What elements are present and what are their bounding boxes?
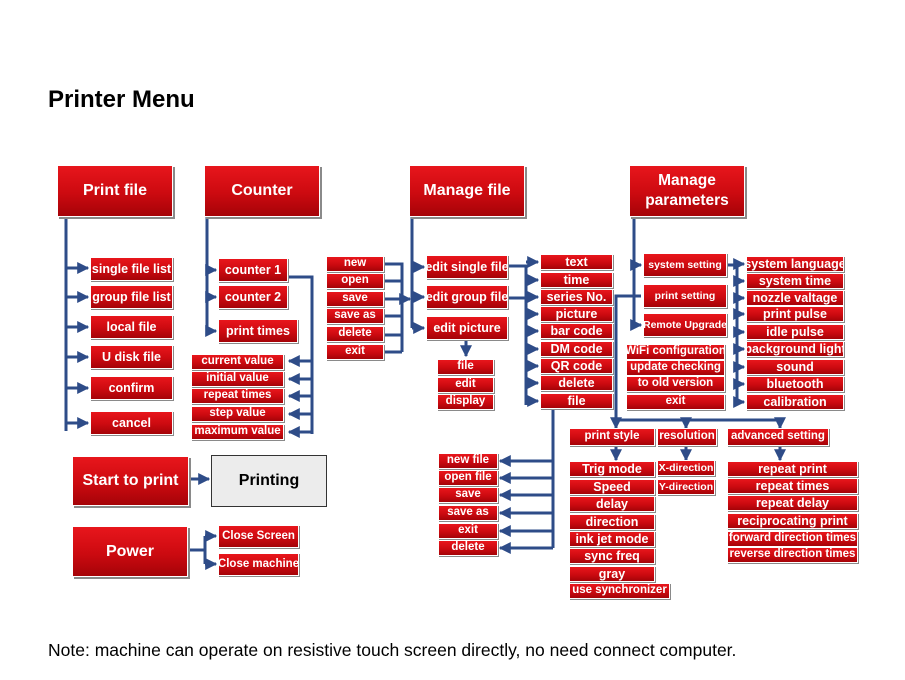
advanced-item-repeat-delay[interactable]: repeat delay	[727, 495, 858, 511]
print-file-item-group-file-list[interactable]: group file list	[90, 285, 173, 309]
file-menu-open-file[interactable]: open file	[438, 470, 498, 486]
param-item-remote-upgrade[interactable]: Remote Upgrade	[643, 313, 727, 337]
counter-sub-current-value[interactable]: current value	[191, 354, 284, 370]
object-time[interactable]: time	[540, 272, 613, 288]
advanced-item-reverse-direction-times[interactable]: reverse direction times	[727, 547, 858, 563]
system-item-bluetooth[interactable]: bluetooth	[746, 376, 844, 392]
counter-header[interactable]: Counter	[204, 165, 320, 217]
object-picture[interactable]: picture	[540, 306, 613, 322]
print-style-item-sync-freq[interactable]: sync freq	[569, 548, 655, 564]
file-menu-delete[interactable]: delete	[438, 540, 498, 556]
file-op-save[interactable]: save	[326, 291, 384, 307]
manage-file-item-edit-single-file[interactable]: edit single file	[426, 255, 508, 279]
system-item-system-language[interactable]: system language	[746, 256, 844, 272]
print-style-item-gray[interactable]: gray	[569, 566, 655, 582]
print-style-item-ink-jet-mode[interactable]: ink jet mode	[569, 531, 655, 547]
print-file-header[interactable]: Print file	[57, 165, 173, 217]
print-file-item-confirm[interactable]: confirm	[90, 376, 173, 400]
print-file-item-cancel[interactable]: cancel	[90, 411, 173, 435]
file-op-new[interactable]: new	[326, 256, 384, 272]
param-item-system-setting[interactable]: system setting	[643, 253, 727, 277]
start-to-print-button[interactable]: Start to print	[72, 456, 189, 506]
print-file-item-local-file[interactable]: local file	[90, 315, 173, 339]
power-item-close-machine[interactable]: Close machine	[218, 553, 299, 576]
file-op-save-as[interactable]: save as	[326, 308, 384, 324]
file-op-open[interactable]: open	[326, 273, 384, 289]
counter-sub-step-value[interactable]: step value	[191, 406, 284, 422]
advanced-item-reciprocating-print[interactable]: reciprocating print	[727, 513, 858, 529]
object-file[interactable]: file	[540, 393, 613, 409]
print-file-item-single-file-list[interactable]: single file list	[90, 257, 173, 281]
print-style-item-speed[interactable]: Speed	[569, 479, 655, 495]
footer-note: Note: machine can operate on resistive t…	[48, 640, 737, 660]
power-item-close-screen[interactable]: Close Screen	[218, 525, 299, 548]
counter-sub-initial-value[interactable]: initial value	[191, 371, 284, 387]
advanced-item-repeat-times[interactable]: repeat times	[727, 478, 858, 494]
print-setting-tab-print-style[interactable]: print style	[569, 428, 655, 446]
print-setting-tab-advanced-setting[interactable]: advanced setting	[727, 428, 829, 446]
file-menu-exit[interactable]: exit	[438, 523, 498, 539]
power-header[interactable]: Power	[72, 526, 188, 577]
upgrade-item-wifi-configuration[interactable]: WiFi configuration	[626, 344, 725, 360]
file-menu-new-file[interactable]: new file	[438, 453, 498, 469]
system-item-nozzle-valtage[interactable]: nozzle valtage	[746, 290, 844, 306]
picture-menu-file[interactable]: file	[437, 359, 494, 375]
print-file-item-u-disk-file[interactable]: U disk file	[90, 345, 173, 369]
counter-item-counter-1[interactable]: counter 1	[218, 258, 288, 282]
print-style-item-trig-mode[interactable]: Trig mode	[569, 461, 655, 477]
system-item-background-light[interactable]: background light	[746, 341, 844, 357]
picture-menu-edit[interactable]: edit	[437, 377, 494, 393]
counter-sub-maximum-value[interactable]: maximum value	[191, 424, 284, 440]
print-setting-tab-resolution[interactable]: resolution	[657, 428, 717, 446]
object-text[interactable]: text	[540, 254, 613, 270]
printing-status: Printing	[211, 455, 327, 507]
upgrade-item-exit[interactable]: exit	[626, 394, 725, 410]
object-dm-code[interactable]: DM code	[540, 341, 613, 357]
print-style-item-delay[interactable]: delay	[569, 496, 655, 512]
page-title: Printer Menu	[48, 86, 195, 113]
object-qr-code[interactable]: QR code	[540, 358, 613, 374]
manage-file-header[interactable]: Manage file	[409, 165, 525, 217]
system-item-idle-pulse[interactable]: idle pulse	[746, 324, 844, 340]
object-delete[interactable]: delete	[540, 375, 613, 391]
print-style-item-direction[interactable]: direction	[569, 514, 655, 530]
upgrade-item-update-checking[interactable]: update checking	[626, 360, 725, 376]
file-op-delete[interactable]: delete	[326, 326, 384, 342]
resolution-item-x-direction[interactable]: X-direction	[657, 460, 715, 476]
advanced-item-forward-direction-times[interactable]: forward direction times	[727, 531, 858, 547]
advanced-item-repeat-print[interactable]: repeat print	[727, 461, 858, 477]
file-op-exit[interactable]: exit	[326, 344, 384, 360]
resolution-item-y-direction[interactable]: Y-direction	[657, 479, 715, 495]
manage-parameters-header[interactable]: Manage parameters	[629, 165, 745, 217]
param-item-print-setting[interactable]: print setting	[643, 284, 727, 308]
file-menu-save[interactable]: save	[438, 487, 498, 503]
manage-file-item-edit-group-file[interactable]: edit group file	[426, 285, 508, 309]
file-menu-save-as[interactable]: save as	[438, 505, 498, 521]
picture-menu-display[interactable]: display	[437, 394, 494, 410]
system-item-system-time[interactable]: system time	[746, 273, 844, 289]
system-item-print-pulse[interactable]: print pulse	[746, 306, 844, 322]
counter-sub-repeat-times[interactable]: repeat times	[191, 388, 284, 404]
counter-item-counter-2[interactable]: counter 2	[218, 285, 288, 309]
counter-item-print-times[interactable]: print times	[218, 319, 298, 343]
manage-file-item-edit-picture[interactable]: edit picture	[426, 316, 508, 340]
system-item-calibration[interactable]: calibration	[746, 394, 844, 410]
print-style-item-use-synchronizer[interactable]: use synchronizer	[569, 583, 670, 599]
system-item-sound[interactable]: sound	[746, 359, 844, 375]
object-series-no[interactable]: series No.	[540, 289, 613, 305]
upgrade-item-to-old-version[interactable]: to old version	[626, 376, 725, 392]
object-bar-code[interactable]: bar code	[540, 323, 613, 339]
